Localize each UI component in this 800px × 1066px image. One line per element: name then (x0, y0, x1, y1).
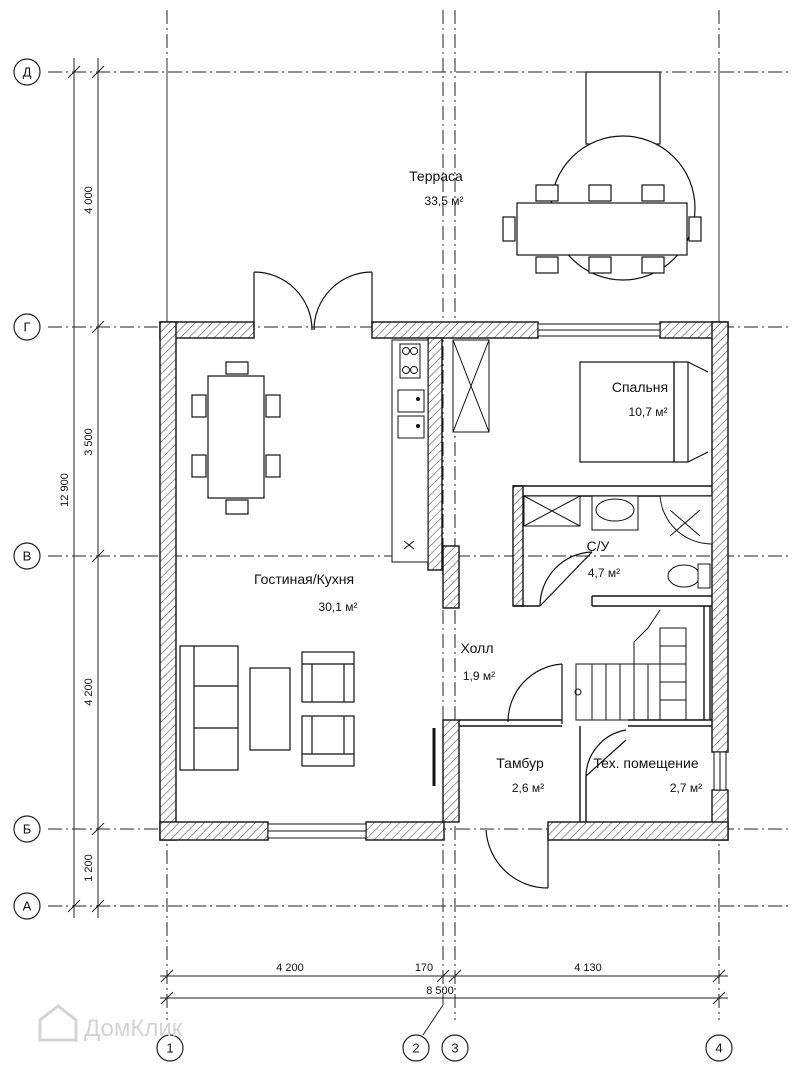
entrance-door (485, 663, 563, 889)
dimension-label: 3 500 (83, 428, 95, 456)
dimension-label: 170 (415, 962, 433, 974)
axis-label: 3 (451, 1041, 458, 1056)
axis-bubbles: Д Г В Б А 1 2 3 (13, 58, 733, 1062)
room-labels: Терраса 33,5 м² Спальня 10,7 м² С/У 4,7 … (254, 168, 702, 795)
bedroom-furniture (579, 361, 709, 463)
living-furniture (179, 645, 436, 786)
kitchen-counter (391, 339, 429, 563)
axis-label: Б (23, 822, 32, 837)
watermark-text: ДомКлик (84, 1015, 183, 1042)
terrace-outline (166, 60, 720, 322)
room-name-vestibule: Тамбур (496, 755, 544, 771)
axis-label: Г (23, 320, 30, 335)
dimension-label: 1 200 (83, 854, 95, 882)
axis-label: В (23, 549, 32, 564)
hall-cabinet (452, 339, 490, 433)
bottom-dimensions (160, 969, 728, 1005)
dimension-total-label: 8 500 (426, 985, 454, 997)
room-name-living: Гостиная/Кухня (254, 571, 354, 587)
room-area-living: 30,1 м² (319, 600, 358, 614)
terrace-dining-set (502, 71, 702, 281)
dining-table (191, 361, 281, 515)
axis-bubble-column: 1 (156, 1034, 184, 1062)
axis-bubble-row: Г (13, 313, 41, 341)
axis-label: 2 (412, 1041, 419, 1056)
axis-label: 1 (166, 1041, 173, 1056)
room-name-bathroom: С/У (587, 538, 610, 554)
bathroom-fixtures (523, 495, 713, 589)
axis-bubble-column: 4 (705, 1034, 733, 1062)
room-area-bedroom: 10,7 м² (629, 405, 668, 419)
windows (267, 323, 727, 839)
room-area-bathroom: 4,7 м² (588, 566, 620, 580)
tech-room-door (585, 729, 627, 777)
axis-bubble-row: А (13, 892, 41, 920)
room-area-vestibule: 2,6 м² (512, 781, 544, 795)
axis-label: Д (23, 65, 32, 80)
dimension-label: 4 000 (83, 186, 95, 214)
dimension-label: 4 130 (574, 962, 602, 974)
room-area-hall: 1,9 м² (463, 669, 495, 683)
axis-bubble-column: 2 (402, 1034, 430, 1062)
room-name-tech: Тех. помещение (593, 755, 699, 771)
staircase (574, 609, 687, 721)
left-dimensions (67, 58, 105, 918)
axis-bubble-row: Д (13, 58, 41, 86)
room-area-tech: 2,7 м² (670, 781, 702, 795)
room-area-terrace: 33,5 м² (425, 194, 464, 208)
exterior-walls (159, 321, 729, 841)
axis-bubble-row: В (13, 542, 41, 570)
room-name-hall: Холл (461, 640, 494, 656)
axis-bubble-row: Б (13, 815, 41, 843)
dimension-total-label: 12 900 (59, 473, 71, 507)
bathroom-door (539, 551, 593, 607)
terrace-double-door (253, 271, 373, 331)
room-name-bedroom: Спальня (612, 379, 668, 395)
axis-label: 4 (715, 1041, 722, 1056)
axis-label: А (23, 899, 32, 914)
room-name-terrace: Терраса (409, 168, 463, 184)
axis-bubble-column: 3 (441, 1034, 469, 1062)
dimension-label: 4 200 (276, 962, 304, 974)
interior-partitions (459, 485, 712, 822)
watermark: ДомКлик (38, 1004, 183, 1042)
dimension-label: 4 200 (83, 678, 95, 706)
